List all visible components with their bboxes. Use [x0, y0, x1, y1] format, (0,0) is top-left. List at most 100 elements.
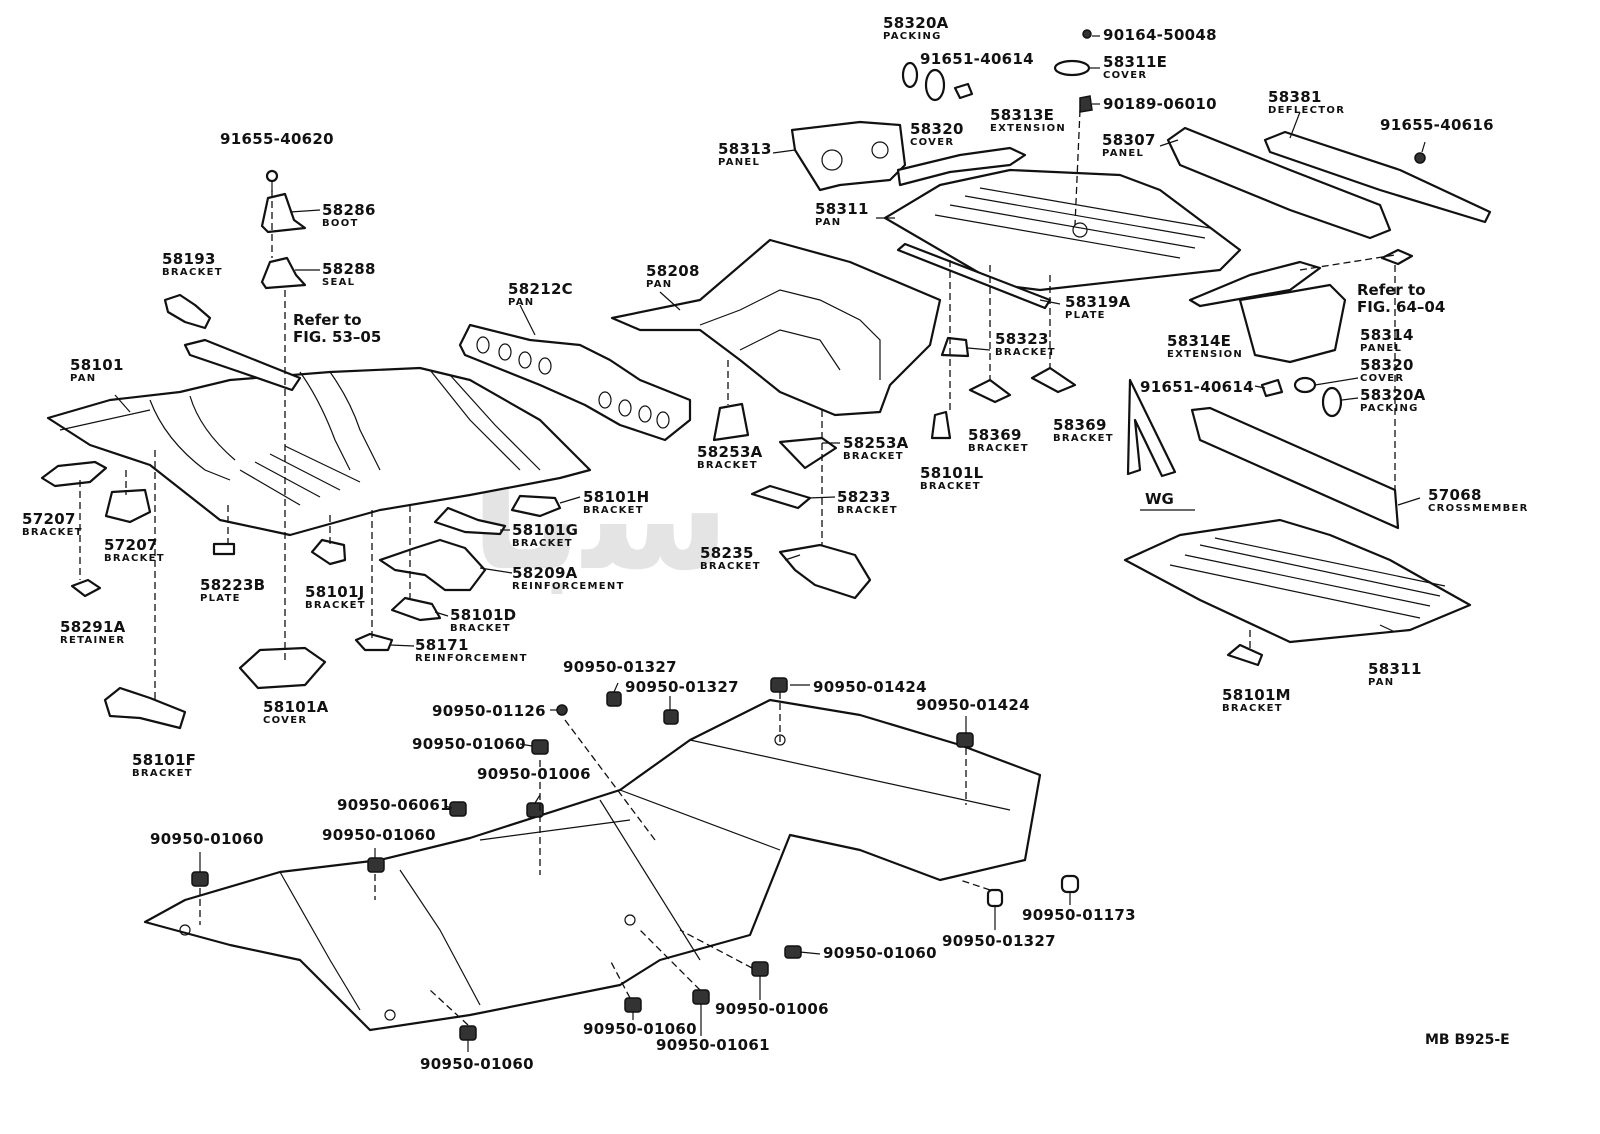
reference-line-2: FIG. 53–05	[293, 328, 382, 346]
reference-fig-53-05[interactable]: Refer to FIG. 53–05	[293, 312, 381, 346]
bracket-58235	[778, 543, 872, 600]
extension-58314e	[1188, 260, 1322, 308]
bolt-91651-top	[953, 82, 974, 100]
bracket-58233	[750, 484, 812, 510]
clip-right	[1380, 248, 1414, 266]
reference-line-1: Refer to	[1357, 281, 1426, 299]
callout-90950-01327-b: 90950-01327	[625, 678, 739, 696]
bolt-91651-right	[1260, 378, 1284, 398]
bracket-58193	[163, 293, 302, 392]
cover-58311e	[1053, 59, 1091, 77]
callout-90164-50048: 90164-50048	[1103, 26, 1217, 44]
bolt-90164	[1082, 29, 1092, 39]
callout-90950-01060-b: 90950-01060	[322, 826, 436, 844]
plug-90189	[1079, 95, 1093, 113]
callout-91655-40616: 91655-40616	[1380, 116, 1494, 134]
callout-90950-01060-d: 90950-01060	[823, 944, 937, 962]
reference-line-1: Refer to	[293, 311, 362, 329]
callout-90950-01173: 90950-01173	[1022, 906, 1136, 924]
callout-90950-01060-f: 90950-01060	[420, 1055, 534, 1073]
bracket-57207-b	[104, 488, 152, 524]
callout-90950-06061: 90950-06061	[337, 796, 451, 814]
callout-90950-01060-e: 90950-01060	[583, 1020, 697, 1038]
bracket-58101j	[310, 538, 347, 566]
callout-90950-01126: 90950-01126	[432, 702, 546, 720]
floor-assembly	[143, 698, 1042, 1032]
pan-58208	[610, 238, 942, 417]
figure-code: MB B925-E	[1425, 1032, 1510, 1048]
plate-58223b	[212, 542, 236, 556]
reinforcement-58171	[354, 632, 394, 652]
direction-label-wg: WG	[1145, 490, 1174, 508]
extension-58313e	[896, 146, 1027, 187]
callout-90950-01424-b: 90950-01424	[916, 696, 1030, 714]
front-floor-pan-58101	[46, 366, 592, 537]
crossmember-57068	[1190, 406, 1400, 530]
panel-58307	[1166, 126, 1392, 240]
callout-90950-01327-c: 90950-01327	[942, 932, 1056, 950]
cover-58320-top	[924, 68, 946, 102]
panel-58313	[790, 120, 907, 192]
bracket-57207-a	[40, 460, 108, 488]
direction-arrow	[1126, 378, 1177, 478]
cover-58101a	[238, 646, 327, 690]
callout-90950-01006-b: 90950-01006	[715, 1000, 829, 1018]
bracket-58323	[940, 336, 970, 358]
bracket-58101h	[510, 494, 562, 518]
callout-91651-40614-right: 91651-40614	[1140, 378, 1254, 396]
reinforcement-58209a	[378, 538, 487, 592]
reference-fig-64-04[interactable]: Refer to FIG. 64–04	[1357, 282, 1445, 316]
bolt-91655-40616	[1414, 152, 1426, 164]
panel-58314	[1238, 283, 1347, 364]
callout-90950-01424-a: 90950-01424	[813, 678, 927, 696]
packing-58320a-top	[901, 61, 919, 89]
bracket-58101f	[103, 686, 187, 730]
callout-90950-01327-a: 90950-01327	[563, 658, 677, 676]
boot-seal	[260, 169, 307, 290]
bracket-58253a-a	[712, 402, 750, 442]
bracket-58101d	[390, 596, 442, 622]
callout-91651-40614-top: 91651-40614	[920, 50, 1034, 68]
callout-91655-40620: 91655-40620	[220, 130, 334, 148]
callout-90950-01061: 90950-01061	[656, 1036, 770, 1054]
bracket-58101l	[930, 410, 952, 440]
callout-90950-01060-c: 90950-01060	[150, 830, 264, 848]
rear-floor-pan-58311-upper	[883, 168, 1242, 292]
